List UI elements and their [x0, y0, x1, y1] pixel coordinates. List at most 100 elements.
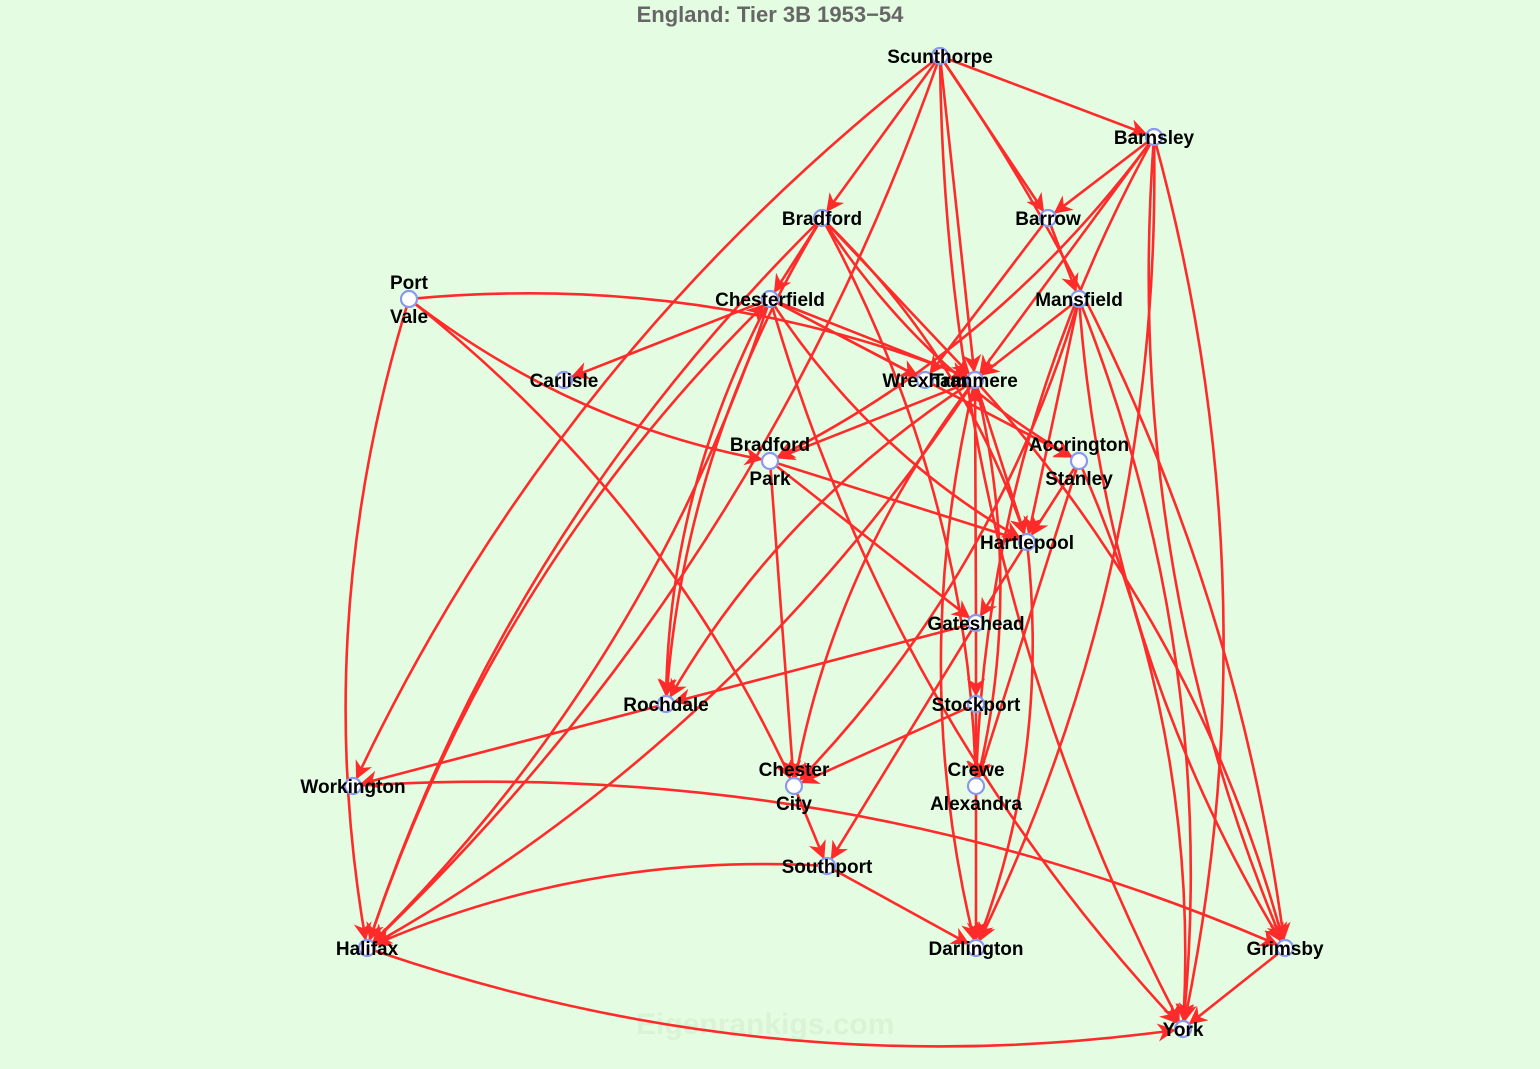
node-bradford: Bradford	[782, 208, 862, 230]
node-label: Accrington	[1029, 435, 1129, 456]
node-marker	[656, 694, 676, 714]
node-label: Bradford	[730, 435, 810, 456]
node-marker	[1017, 532, 1037, 552]
node-label: Halifax	[336, 939, 399, 960]
node-marker	[812, 208, 832, 228]
edge-bradford_park-to-gateshead	[769, 459, 971, 619]
edge-workington-to-grimsby	[352, 780, 1279, 947]
node-label: Rochdale	[623, 695, 709, 716]
edge-barnsley-to-crewe	[967, 136, 1156, 779]
node-label: Carlisle	[530, 371, 599, 392]
edge-chesterfield-to-carlisle	[570, 297, 771, 380]
edge-chesterfield-to-york	[768, 298, 1179, 1024]
edge-bradford-to-halifax	[366, 217, 823, 942]
edge-halifax-to-york	[366, 946, 1176, 1048]
edge-grimsby-to-york	[1188, 946, 1286, 1025]
node-york: York	[1163, 1019, 1204, 1041]
node-label: Park	[749, 469, 791, 490]
edge-southport-to-halifax	[373, 862, 828, 947]
node-label: Alexandra	[930, 794, 1022, 815]
edge-scunthorpe-to-halifax	[372, 55, 942, 944]
node-label: Chester	[759, 760, 830, 781]
edge-mansfield-to-tranmere	[980, 297, 1080, 376]
node-chesterfield: Chesterfield	[715, 289, 825, 311]
node-label: York	[1163, 1020, 1204, 1041]
node-marker	[966, 613, 986, 633]
edge-scunthorpe-to-grimsby	[938, 55, 1291, 941]
edge-accrington-to-hartlepool	[1030, 460, 1081, 536]
edge-tranmere-to-bradford_park	[776, 378, 976, 461]
edge-scunthorpe-to-workington	[355, 54, 941, 780]
node-marker	[966, 776, 986, 796]
edge-hartlepool-to-gateshead	[979, 541, 1029, 617]
edge-scunthorpe-to-barnsley	[939, 54, 1148, 137]
node-label: Crewe	[947, 760, 1004, 781]
node-marker	[817, 856, 837, 876]
edge-port_vale-to-halifax	[344, 298, 411, 941]
node-label: Grimsby	[1246, 939, 1324, 960]
node-label: Mansfield	[1035, 290, 1123, 311]
node-southport: Southport	[782, 856, 873, 878]
edge-tranmere-to-hartlepool	[973, 379, 1028, 536]
edge-tranmere-to-halifax	[373, 379, 977, 945]
node-marker	[1069, 451, 1089, 471]
node-label: Hartlepool	[980, 533, 1074, 554]
node-label: Chesterfield	[715, 290, 825, 311]
edge-barnsley-to-grimsby	[1147, 136, 1284, 942]
node-gateshead: Gateshead	[927, 613, 1025, 635]
edge-port_vale-to-tranmere	[408, 292, 969, 380]
node-marker	[930, 46, 950, 66]
node-workington: Workington	[300, 776, 406, 798]
node-halifax: Halifax	[336, 938, 399, 960]
node-marker	[399, 289, 419, 309]
node-label: Darlington	[929, 939, 1024, 960]
node-marker	[1038, 208, 1058, 228]
node-marker	[966, 938, 986, 958]
node-marker	[760, 451, 780, 471]
edge-barnsley-to-york	[1152, 136, 1225, 1022]
chart-title: England: Tier 3B 1953−54	[636, 2, 904, 27]
node-label: Gateshead	[927, 614, 1024, 635]
edge-tranmere-to-grimsby	[974, 379, 1288, 942]
node-label: Tranmere	[932, 371, 1018, 392]
node-marker	[966, 694, 986, 714]
node-marker	[1275, 938, 1295, 958]
node-rochdale: Rochdale	[623, 694, 709, 716]
edge-chesterfield-to-tranmere	[769, 297, 969, 380]
node-marker	[343, 776, 363, 796]
edge-gateshead-to-rochdale	[672, 621, 977, 707]
node-label: Barnsley	[1114, 128, 1195, 149]
node-barrow: Barrow	[1015, 208, 1081, 230]
node-wrexham: Wrexham	[882, 370, 968, 392]
edge-chesterfield-to-hartlepool	[768, 298, 1021, 539]
node-label: Stanley	[1045, 469, 1113, 490]
node-marker	[965, 370, 985, 390]
node-marker	[357, 938, 377, 958]
watermark: Eigenrankigs.com	[636, 1008, 895, 1041]
edge-mansfield-to-hartlepool	[1023, 298, 1081, 535]
edge-mansfield-to-york	[1077, 298, 1195, 1022]
node-marker	[915, 370, 935, 390]
node-marker	[760, 289, 780, 309]
node-tranmere: Tranmere	[932, 370, 1018, 392]
edge-stockport-to-chester	[800, 702, 977, 784]
edge-tranmere-to-crewe	[973, 379, 1002, 780]
edge-mansfield-to-chester	[798, 298, 1081, 781]
node-label: Bradford	[782, 209, 862, 230]
edge-rochdale-to-workington	[359, 702, 667, 789]
edge-hartlepool-to-darlington	[976, 541, 1035, 942]
node-darlington: Darlington	[929, 938, 1024, 960]
node-carlisle: Carlisle	[530, 370, 599, 392]
node-label: Wrexham	[882, 371, 967, 392]
node-label: Workington	[300, 777, 405, 798]
node-marker	[1069, 289, 1089, 309]
edge-barrow-to-wrexham	[929, 217, 1050, 375]
node-label: Southport	[782, 857, 873, 878]
node-label: Barrow	[1015, 209, 1081, 230]
edge-chesterfield-to-rochdale	[657, 298, 772, 697]
node-grimsby: Grimsby	[1246, 938, 1324, 960]
